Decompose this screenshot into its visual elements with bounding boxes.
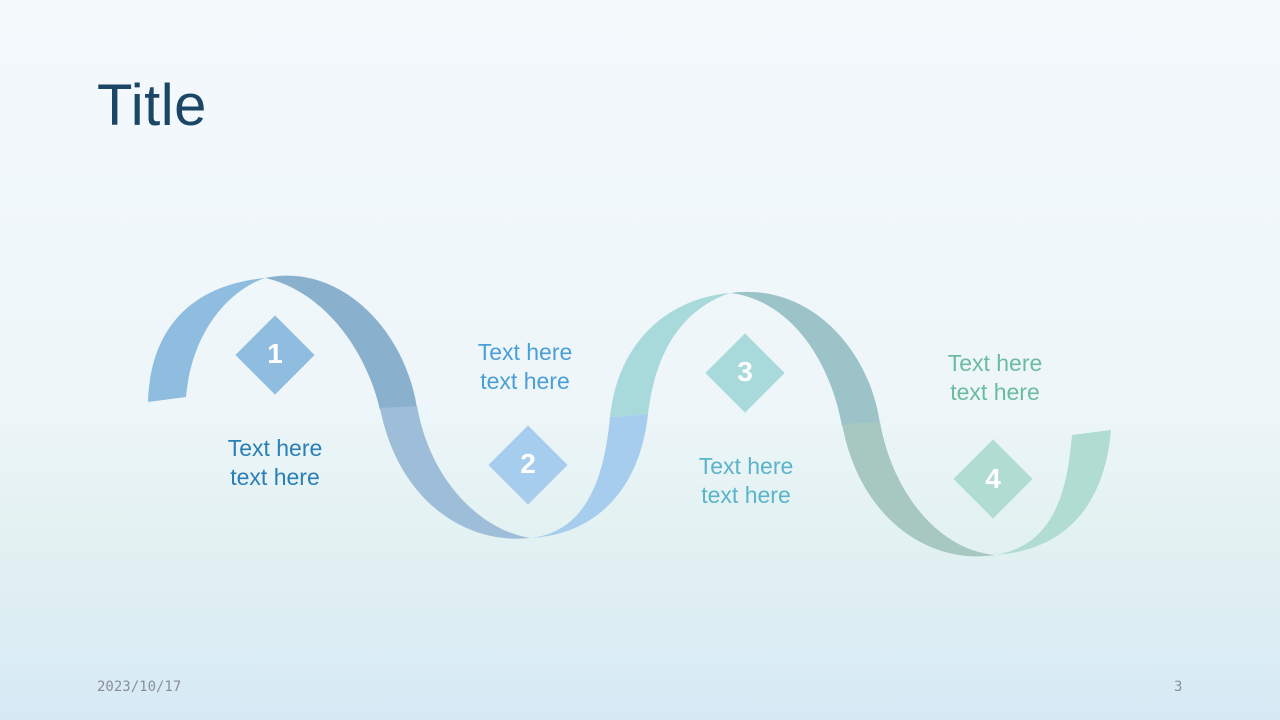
step-2-text: Text here text here <box>477 339 573 394</box>
ribbon-segment-8 <box>995 430 1111 555</box>
ribbon-segment-7 <box>842 422 995 557</box>
step-3-number: 3 <box>737 356 753 387</box>
step-1-text: Text here text here <box>227 435 323 490</box>
slide-date: 2023/10/17 <box>97 679 182 695</box>
ribbon-segment-5 <box>610 293 730 417</box>
ribbon-segment-3 <box>380 406 530 539</box>
ribbon-segment-2 <box>265 275 417 410</box>
slide-page-number: 3 <box>1174 679 1183 695</box>
step-3-text: Text here text here <box>698 453 794 508</box>
step-4-text: Text here text here <box>947 350 1043 405</box>
step-1-number: 1 <box>267 338 283 369</box>
ribbon-segment-1 <box>148 278 265 402</box>
ribbon-segment-6 <box>730 291 880 426</box>
step-4-number: 4 <box>985 463 1001 494</box>
page-title: Title <box>97 73 207 138</box>
step-2-number: 2 <box>520 448 536 479</box>
ribbon-segment-4 <box>530 414 648 538</box>
